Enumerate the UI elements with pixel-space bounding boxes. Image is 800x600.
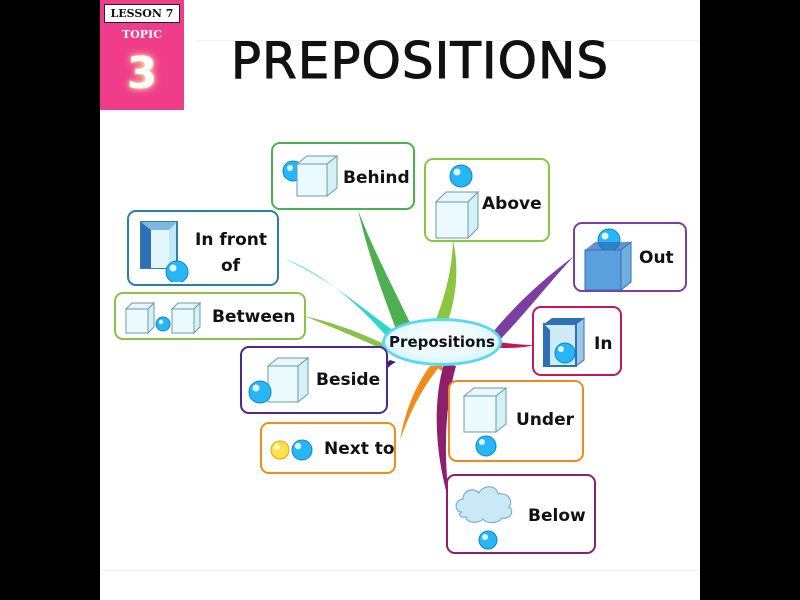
- node-below: Below: [446, 474, 596, 554]
- node-below-label: Below: [528, 506, 586, 526]
- slide-panel: LESSON 7 TOPIC 3 PREPOSITIONS Prepositio…: [100, 0, 700, 600]
- node-next-to: Next to: [260, 422, 396, 474]
- page-title: PREPOSITIONS: [230, 32, 610, 91]
- central-node-prepositions: Prepositions: [382, 318, 502, 366]
- balls-next-to-each-other-icon: [270, 439, 313, 461]
- node-out-label: Out: [639, 248, 674, 268]
- ball-above-cube-icon: [434, 164, 480, 240]
- branch-in: [498, 342, 534, 348]
- ball-under-cube-icon: [462, 386, 508, 457]
- topic-label: TOPIC: [122, 28, 162, 41]
- node-between: Between: [114, 292, 306, 340]
- branch-between: [304, 316, 384, 350]
- node-next-to-label: Next to: [324, 439, 395, 459]
- ball-in-box-icon: [543, 317, 585, 367]
- node-above: Above: [424, 158, 550, 242]
- node-in-front-of: In front of: [127, 210, 279, 286]
- ball-out-of-box-icon: [584, 228, 632, 292]
- branch-behind: [358, 210, 416, 340]
- topic-number: 3: [126, 48, 158, 99]
- branch-above: [430, 240, 457, 336]
- ball-beside-cube-icon: [248, 356, 310, 404]
- bottom-divider: [100, 570, 700, 571]
- branch-out: [488, 256, 574, 344]
- node-behind-label: Behind: [343, 168, 410, 188]
- node-in-front-of-label-line2: of: [221, 256, 241, 276]
- node-out: Out: [573, 222, 687, 292]
- node-in-label: In: [594, 334, 613, 354]
- node-behind: Behind: [271, 142, 415, 210]
- branch-below: [436, 364, 456, 505]
- mind-map-branches: [283, 210, 574, 505]
- branch-in-front-of: [283, 258, 398, 338]
- node-under: Under: [448, 380, 584, 462]
- node-above-label: Above: [482, 194, 542, 214]
- ball-below-cloud-icon: [455, 486, 513, 550]
- ball-between-cubes-icon: [124, 301, 202, 335]
- node-beside-label: Beside: [316, 370, 381, 390]
- lesson-label: LESSON 7: [104, 4, 180, 23]
- node-under-label: Under: [516, 410, 574, 430]
- ball-in-front-of-box-icon: [140, 221, 189, 282]
- node-in-front-of-label-line1: In front: [195, 230, 268, 250]
- node-in: In: [532, 306, 622, 376]
- cube-behind-ball-icon: [282, 154, 339, 198]
- title-divider: [196, 40, 700, 41]
- node-beside: Beside: [240, 346, 388, 414]
- node-between-label: Between: [212, 307, 296, 327]
- branch-next-to: [400, 366, 440, 440]
- lesson-badge: LESSON 7 TOPIC 3: [100, 0, 184, 110]
